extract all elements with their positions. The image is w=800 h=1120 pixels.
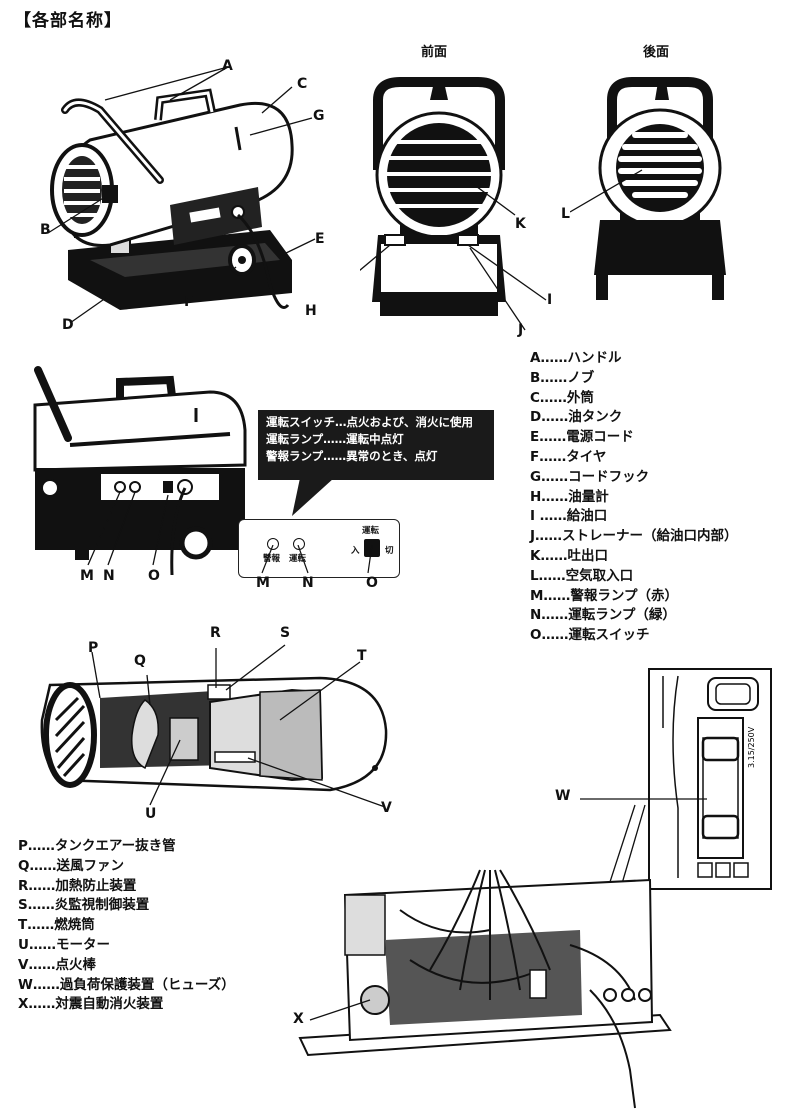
legend-item: R……加熱防止装置 xyxy=(18,877,137,894)
label-s: S xyxy=(280,625,291,641)
internal-cutaway-illustration xyxy=(40,644,388,808)
switch-title: 運転 xyxy=(362,526,380,536)
switch-off-text: 切 xyxy=(385,546,394,556)
heater-side-illustration xyxy=(47,66,316,324)
front-view-caption: 前面 xyxy=(421,45,448,60)
internal-legend: P……タンクエアー抜き管 Q……送風ファン R……加熱防止装置 S……炎監視制御… xyxy=(18,837,235,1015)
legend-item: V……点火棒 xyxy=(18,956,96,973)
legend-item: X……対震自動消火装置 xyxy=(18,996,164,1013)
callout-pointer xyxy=(292,478,334,516)
label-c: C xyxy=(297,76,308,92)
switch-on-text: 入 xyxy=(351,546,360,556)
label-o-side: O xyxy=(148,568,160,584)
callout-line: 警報ランプ……異常のとき、点灯 xyxy=(266,449,438,463)
label-h: H xyxy=(305,303,317,319)
back-view-illustration xyxy=(570,77,726,300)
legend-item: U……モーター xyxy=(18,936,110,953)
label-d: D xyxy=(62,317,74,333)
legend-item: D……油タンク xyxy=(530,409,623,426)
panel-leaders xyxy=(261,545,373,574)
legend-item: Q……送風ファン xyxy=(18,857,124,874)
legend-item: K……吐出口 xyxy=(530,547,608,564)
heater-panel-side-illustration xyxy=(33,366,247,576)
label-e: E xyxy=(315,231,325,247)
legend-item: E……電源コード xyxy=(530,429,634,446)
label-f: F xyxy=(184,294,194,310)
label-t: T xyxy=(357,648,367,664)
callout-line: 運転ランプ……運転中点灯 xyxy=(266,432,404,446)
run-text: 運転 xyxy=(289,554,307,564)
label-p: P xyxy=(88,640,99,656)
alarm-text: 警報 xyxy=(263,554,281,564)
legend-item: I ……給油口 xyxy=(530,508,608,525)
label-o-panel: O xyxy=(366,575,378,591)
legend-item: T……燃焼筒 xyxy=(18,917,95,934)
label-x: X xyxy=(293,1011,304,1027)
label-i: I xyxy=(547,292,553,308)
label-n-panel: N xyxy=(302,575,314,591)
label-j: J xyxy=(518,322,524,338)
label-n-side: N xyxy=(103,568,115,584)
parts-legend: A……ハンドル B……ノブ C……外筒 D……油タンク E……電源コード F……… xyxy=(530,349,738,646)
legend-item: A……ハンドル xyxy=(530,350,622,366)
legend-item: G……コードフック xyxy=(530,468,650,485)
label-l: L xyxy=(561,206,570,222)
legend-item: F……タイヤ xyxy=(530,448,607,465)
label-b: B xyxy=(40,222,51,238)
front-view-illustration xyxy=(360,77,547,331)
fuse-inset-illustration: 3.15/250V xyxy=(648,668,772,890)
legend-item: H……油量計 xyxy=(530,488,609,505)
legend-item: S……炎監視制御装置 xyxy=(18,897,150,914)
legend-item: W……過負荷保護装置（ヒューズ） xyxy=(18,976,235,993)
callout-line: 運転スイッチ…点火および、消火に使用 xyxy=(266,415,473,429)
legend-item: B……ノブ xyxy=(530,369,595,386)
back-view-caption: 後面 xyxy=(643,45,670,60)
label-a: A xyxy=(222,58,233,74)
legend-item: L……空気取入口 xyxy=(530,567,634,584)
legend-item: J……ストレーナー（給油口内部） xyxy=(530,528,738,545)
legend-item: P……タンクエアー抜き管 xyxy=(18,838,176,854)
label-m-panel: M xyxy=(256,575,270,591)
label-q: Q xyxy=(134,653,146,669)
legend-item: C……外筒 xyxy=(530,389,594,406)
function-callout: 運転スイッチ…点火および、消火に使用 運転ランプ……運転中点灯 警報ランプ……異… xyxy=(258,410,494,480)
alarm-lamp-icon xyxy=(267,538,279,550)
label-w: W xyxy=(555,788,571,804)
legend-item: N……運転ランプ（緑） xyxy=(530,607,676,624)
label-u: U xyxy=(145,806,157,822)
section-title: 【各部名称】 xyxy=(14,11,122,31)
label-g: G xyxy=(313,108,325,124)
label-m-side: M xyxy=(80,568,94,584)
label-v: V xyxy=(381,800,392,816)
legend-item: M……警報ランプ（赤） xyxy=(530,587,679,604)
fuse-rating-text: 3.15/250V xyxy=(747,726,756,768)
label-k: K xyxy=(515,216,526,232)
label-r: R xyxy=(210,625,221,641)
circuit-board-illustration xyxy=(298,869,672,1109)
legend-item: O……運転スイッチ xyxy=(530,627,650,644)
